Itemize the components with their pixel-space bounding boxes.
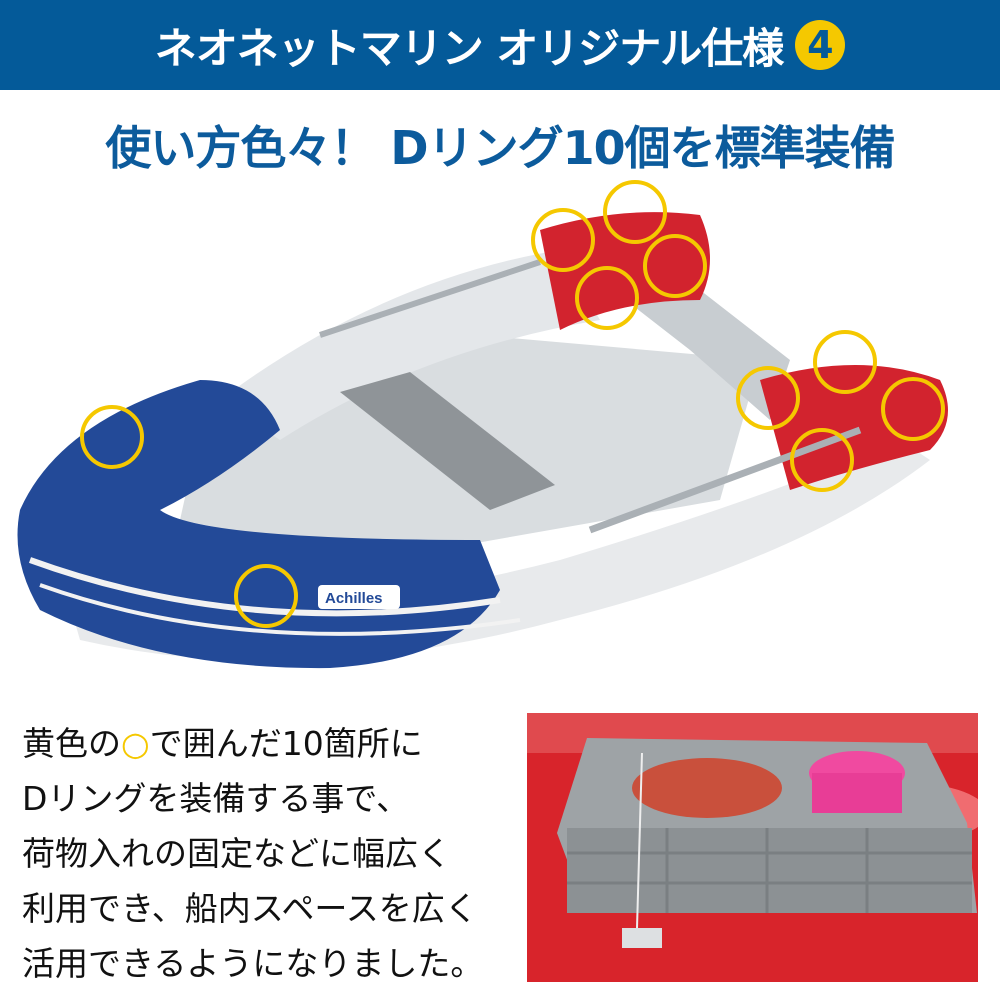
storage-box-photo — [527, 713, 978, 982]
inflatable-boat-image: Achilles — [17, 180, 948, 669]
achilles-logo — [318, 585, 400, 609]
d-ring-highlight — [575, 266, 639, 330]
d-ring-highlight — [531, 208, 595, 272]
yellow-circle-mark: ○ — [121, 724, 150, 763]
svg-text:Achilles: Achilles — [325, 590, 383, 607]
header-title: ネオネットマリン オリジナル仕様 — [154, 23, 785, 73]
header-banner: ネオネットマリン オリジナル仕様 4 — [0, 0, 1000, 90]
description-line: Dリングを装備する事で、 — [22, 779, 410, 818]
number-badge: 4 — [795, 20, 846, 70]
d-ring-highlight — [234, 564, 298, 628]
d-ring-highlight — [80, 405, 144, 469]
description-line: 活用できるようになりました。 — [22, 944, 484, 983]
description-text: 黄色の○で囲んだ10箇所に Dリングを装備する事で、 荷物入れの固定などに幅広く… — [22, 716, 532, 991]
d-ring-highlight — [603, 180, 667, 244]
d-ring-highlight — [736, 366, 800, 430]
d-ring-highlight — [881, 377, 945, 441]
text: で囲んだ10箇所に — [149, 724, 423, 763]
d-ring-highlight — [790, 428, 854, 492]
page-subtitle: 使い方色々！ Dリング10個を標準装備 — [105, 121, 895, 175]
d-ring-highlight — [643, 234, 707, 298]
description-line: 黄色の○で囲んだ10箇所に — [22, 716, 532, 771]
text: 黄色の — [22, 724, 121, 763]
description-line: 利用でき、船内スペースを広く — [22, 889, 478, 928]
d-ring-highlight — [813, 330, 877, 394]
description-line: 荷物入れの固定などに幅広く — [22, 834, 451, 873]
